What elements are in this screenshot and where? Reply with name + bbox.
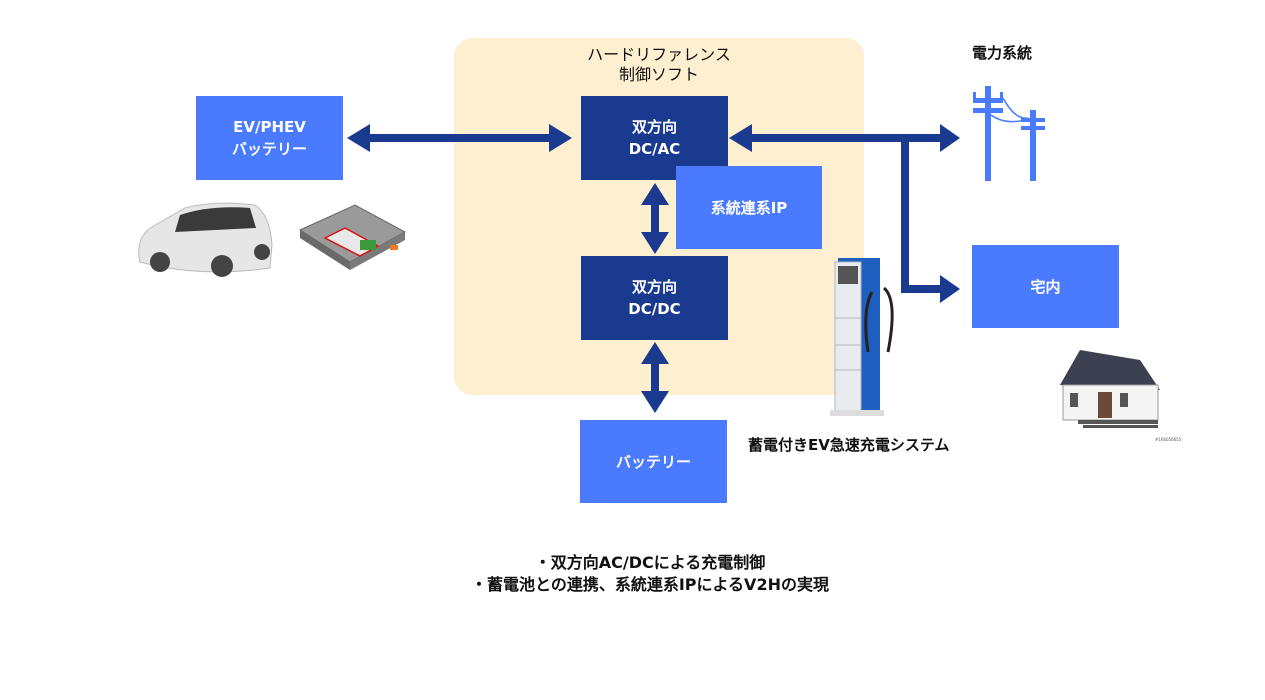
notes: ・双方向AC/DCによる充電制御 ・蓄電池との連携、系統連系IPによるV2Hの実… xyxy=(380,552,920,596)
house-image xyxy=(1060,350,1160,428)
ev-battery-line2: バッテリー xyxy=(231,140,307,158)
arrow-dcdc-battery xyxy=(641,342,669,413)
dcac-line2: DC/AC xyxy=(628,140,681,158)
arrow-ev-dcac xyxy=(347,124,572,152)
home-box: 宅内 xyxy=(972,245,1119,328)
ev-phev-battery-box: EV/PHEV バッテリー xyxy=(196,96,343,180)
dcac-line1: 双方向 xyxy=(631,118,677,136)
arrow-grid-home xyxy=(901,138,960,303)
grid-interconnect-ip-box: 系統連系IP xyxy=(676,166,822,249)
home-label: 宅内 xyxy=(1030,277,1061,296)
panel-title-line2: 制御ソフト xyxy=(618,65,699,84)
battery-label: バッテリー xyxy=(615,452,691,471)
arrow-dcac-grid xyxy=(729,124,960,152)
dcdc-line1: 双方向 xyxy=(631,278,677,296)
bidirectional-dcdc-box: 双方向 DC/DC xyxy=(581,256,728,340)
panel-title: ハードリファレンス 制御ソフト xyxy=(454,45,864,85)
ev-battery-line1: EV/PHEV xyxy=(233,118,306,136)
power-grid-label: 電力系統 xyxy=(972,44,1033,62)
note-line: ・蓄電池との連携、系統連系IPによるV2Hの実現 xyxy=(471,575,829,594)
battery-box: バッテリー xyxy=(580,420,727,503)
stock-id-label: #166056655 xyxy=(1155,437,1182,442)
ev-charger-label: 蓄電付きEV急速充電システム xyxy=(748,436,950,454)
battery-pack-image xyxy=(298,204,407,270)
car-image xyxy=(138,202,273,277)
dcdc-line2: DC/DC xyxy=(628,300,681,318)
ev-charger-image xyxy=(830,258,894,416)
grid-ip-label: 系統連系IP xyxy=(710,198,788,217)
note-line: ・双方向AC/DCによる充電制御 xyxy=(534,553,766,572)
utility-pole-icon xyxy=(973,86,1045,181)
arrow-dcac-dcdc xyxy=(641,183,669,254)
panel-title-line1: ハードリファレンス xyxy=(587,45,731,64)
